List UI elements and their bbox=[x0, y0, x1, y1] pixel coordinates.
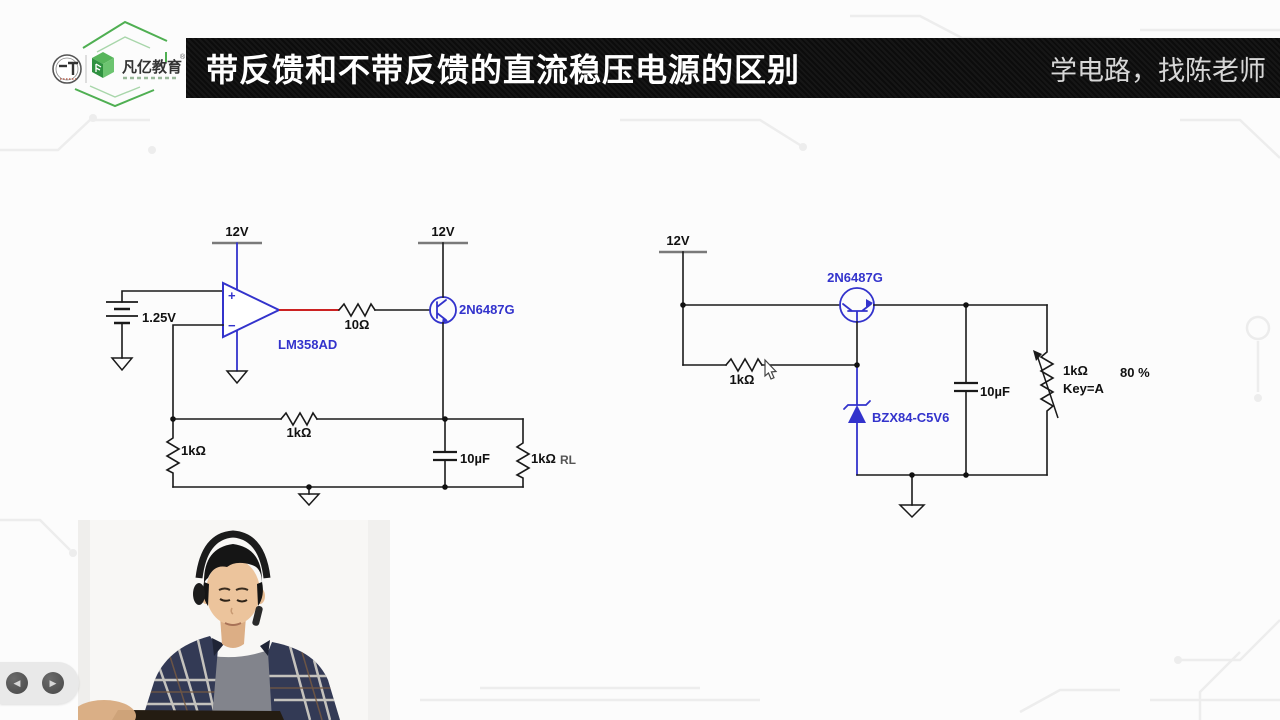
back-icon: ◀ bbox=[13, 678, 21, 688]
registered-mark: ® bbox=[180, 53, 186, 61]
desk-edge bbox=[112, 710, 284, 720]
brand-logo: 凡亿教育 ® bbox=[52, 20, 186, 108]
capacitor-symbol: 10µF bbox=[433, 418, 490, 488]
player-forward-button[interactable]: ▶ bbox=[42, 672, 64, 694]
capacitor-symbol: 10µF bbox=[954, 304, 1010, 476]
load-resistor-symbol: 1kΩ RL bbox=[515, 418, 576, 488]
vcc-rail: 12V bbox=[418, 224, 468, 245]
noninverting-input-label: + bbox=[228, 288, 236, 303]
headset-earcup-icon bbox=[193, 583, 205, 605]
base-resistor-label: 10Ω bbox=[345, 317, 370, 332]
webcam-feed bbox=[78, 520, 390, 720]
resistor-symbol: 10Ω bbox=[337, 302, 431, 332]
play-icon: ▶ bbox=[49, 678, 57, 688]
feedback-wire bbox=[172, 324, 224, 420]
right-circuit-no-feedback: 12V 2N6487G 1kΩ bbox=[659, 233, 1150, 519]
fanyi-cube-icon bbox=[92, 52, 114, 78]
player-back-button[interactable]: ◀ bbox=[6, 672, 28, 694]
vcc-rail: 12V bbox=[659, 233, 707, 254]
ground-symbol bbox=[898, 474, 926, 519]
opamp-symbol: + − LM358AD bbox=[222, 242, 337, 372]
presenter bbox=[78, 520, 390, 720]
cap-label: 10µF bbox=[980, 384, 1010, 399]
base-resistor-label: 1kΩ bbox=[730, 372, 755, 387]
title-bar: 带反馈和不带反馈的直流稳压电源的区别 学电路，找陈老师 bbox=[186, 38, 1280, 98]
cap-label: 10µF bbox=[460, 451, 490, 466]
load-resistor-label: 1kΩ bbox=[531, 451, 556, 466]
lesson-title: 带反馈和不带反馈的直流稳压电源的区别 bbox=[206, 52, 801, 88]
vcc-label: 12V bbox=[666, 233, 689, 248]
feedback-resistor-network: 1kΩ 1kΩ bbox=[165, 411, 524, 488]
npn-transistor-symbol: 2N6487G bbox=[827, 270, 1048, 366]
pot-key-label: Key=A bbox=[1063, 381, 1104, 396]
left-circuit-with-feedback: 12V 12V 1.25V + bbox=[106, 224, 576, 507]
player-controls: ◀ ▶ bbox=[0, 662, 79, 704]
presenter-head bbox=[193, 530, 271, 626]
battery-symbol: 1.25V bbox=[106, 290, 224, 359]
ground-symbol bbox=[110, 357, 134, 372]
hair bbox=[203, 544, 263, 584]
pot-setting-label: 80 % bbox=[1120, 365, 1150, 380]
vcc-rail: 12V bbox=[212, 224, 262, 245]
reference-voltage-label: 1.25V bbox=[142, 310, 176, 325]
inverting-input-label: − bbox=[228, 318, 236, 333]
headset-mic-icon bbox=[252, 605, 263, 626]
mouse-cursor-icon bbox=[764, 358, 778, 380]
transistor-part-label: 2N6487G bbox=[459, 302, 515, 317]
zener-diode-symbol: BZX84-C5V6 bbox=[843, 364, 949, 476]
feedback-resistor-label: 1kΩ bbox=[287, 425, 312, 440]
arm bbox=[78, 700, 136, 720]
ground-symbol bbox=[225, 370, 249, 385]
headset-band-icon bbox=[195, 530, 271, 579]
slogan-text: 学电路，找陈老师 bbox=[1050, 55, 1266, 86]
pot-value-label: 1kΩ bbox=[1063, 363, 1088, 378]
npn-transistor-symbol: 2N6487G bbox=[429, 242, 515, 420]
divider-resistor-label: 1kΩ bbox=[181, 443, 206, 458]
brand-name: 凡亿教育 bbox=[122, 58, 182, 76]
vcc-label: 12V bbox=[431, 224, 454, 239]
ones-logo-icon bbox=[52, 54, 82, 84]
transistor-part-label: 2N6487G bbox=[827, 270, 883, 285]
potentiometer-symbol: 1kΩ Key=A 80 % bbox=[1033, 304, 1150, 476]
resistor-symbol: 1kΩ bbox=[682, 357, 858, 387]
opamp-part-label: LM358AD bbox=[278, 337, 337, 352]
zener-part-label: BZX84-C5V6 bbox=[872, 410, 949, 425]
vcc-label: 12V bbox=[225, 224, 248, 239]
load-name-label: RL bbox=[560, 453, 576, 467]
